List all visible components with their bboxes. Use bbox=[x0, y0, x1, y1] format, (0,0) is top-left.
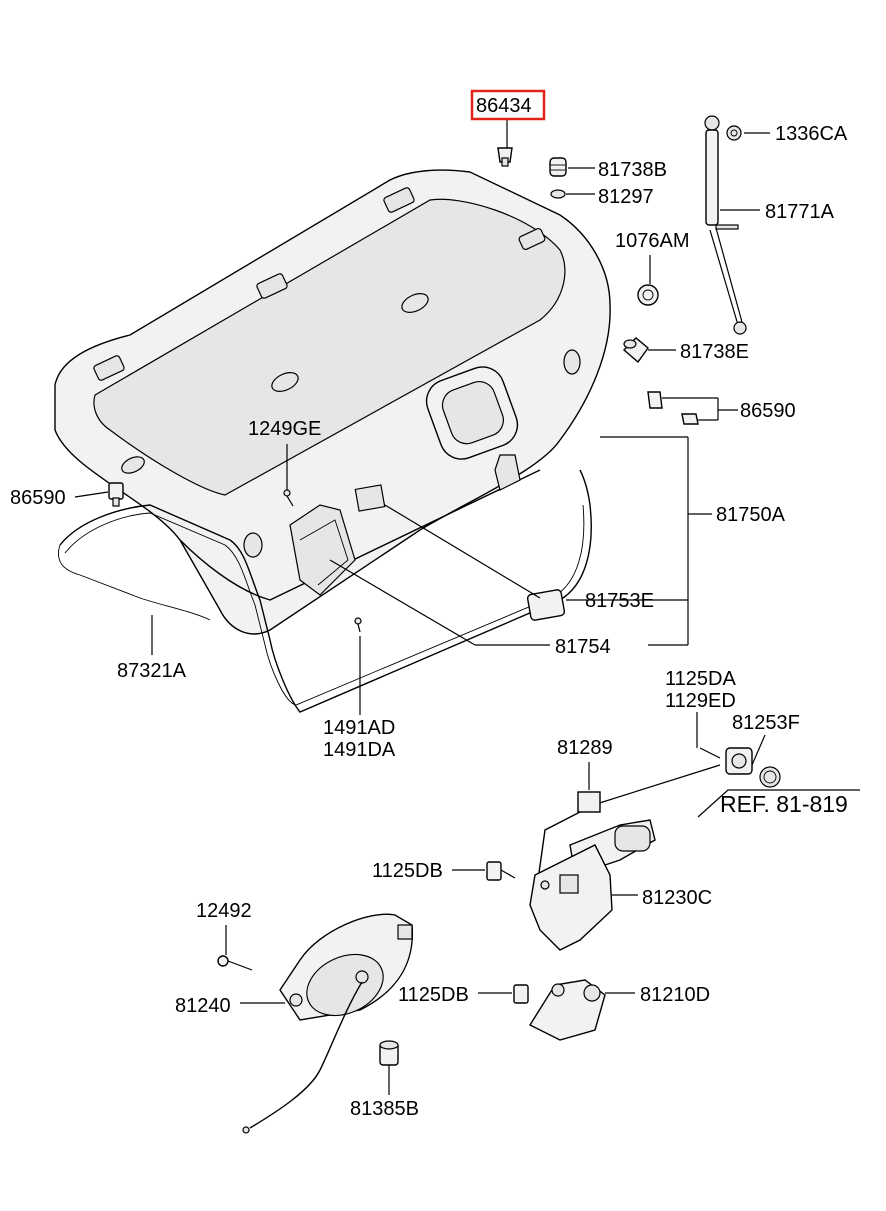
clip-81289 bbox=[577, 791, 601, 813]
label-81753E[interactable]: 81753E bbox=[585, 590, 654, 612]
label-86590-right[interactable]: 86590 bbox=[740, 400, 796, 422]
label-1076AM[interactable]: 1076AM bbox=[615, 230, 690, 252]
clips-86590-right bbox=[647, 391, 699, 425]
weatherstrip-seal bbox=[59, 469, 592, 713]
label-81738B[interactable]: 81738B bbox=[598, 159, 667, 181]
o-ring-81297 bbox=[550, 189, 566, 199]
bolt-1125DB-upper bbox=[486, 861, 516, 881]
label-81750A[interactable]: 81750A bbox=[716, 504, 786, 526]
label-12492[interactable]: 12492 bbox=[196, 900, 252, 922]
screw-1491AD bbox=[354, 617, 362, 633]
label-81385B[interactable]: 81385B bbox=[350, 1098, 419, 1120]
label-81289[interactable]: 81289 bbox=[557, 737, 613, 759]
label-1125DB-upper[interactable]: 1125DB bbox=[372, 860, 443, 882]
clip-86434 bbox=[497, 147, 513, 167]
label-81771A[interactable]: 81771A bbox=[765, 201, 835, 223]
trunk-lid-panel bbox=[54, 169, 611, 635]
label-1125DA[interactable]: 1125DA bbox=[665, 668, 736, 690]
label-1129ED[interactable]: 1129ED bbox=[665, 690, 736, 712]
callout-labels: 86434 1336CA 81738B 81297 81771A 1076AM … bbox=[10, 89, 848, 1120]
cable bbox=[242, 981, 363, 1134]
label-1249GE[interactable]: 1249GE bbox=[248, 418, 321, 440]
label-86434[interactable]: 86434 bbox=[476, 95, 532, 117]
label-1491AD[interactable]: 1491AD bbox=[323, 717, 395, 739]
label-81297[interactable]: 81297 bbox=[598, 186, 654, 208]
grommet-1076AM bbox=[637, 284, 659, 306]
label-81738E[interactable]: 81738E bbox=[680, 341, 749, 363]
label-87321A[interactable]: 87321A bbox=[117, 660, 187, 682]
gas-strut bbox=[704, 115, 747, 335]
handle-81240 bbox=[279, 913, 414, 1021]
highlight-box-86434 bbox=[470, 89, 546, 121]
bolt-1125DB-lower bbox=[513, 984, 529, 1004]
bumper-81738B bbox=[549, 157, 567, 177]
cover-81753E bbox=[526, 589, 566, 621]
label-1125DB-lower[interactable]: 1125DB bbox=[398, 984, 469, 1006]
label-1491DA[interactable]: 1491DA bbox=[323, 739, 396, 761]
label-81230C[interactable]: 81230C bbox=[642, 887, 712, 909]
clip-86590-left bbox=[108, 482, 124, 507]
leader-lines bbox=[74, 118, 860, 1095]
label-81253F[interactable]: 81253F bbox=[732, 712, 800, 734]
latch-81230C bbox=[529, 844, 613, 951]
lock-cylinder bbox=[699, 747, 781, 788]
label-ref-81-819[interactable]: REF. 81-819 bbox=[720, 791, 848, 817]
striker-81210D bbox=[528, 979, 606, 1041]
grommet-81385B bbox=[379, 1040, 399, 1066]
label-86590-left[interactable]: 86590 bbox=[10, 487, 66, 509]
label-1336CA[interactable]: 1336CA bbox=[775, 123, 848, 145]
bumper-81738E bbox=[622, 337, 649, 364]
screw-12492 bbox=[217, 955, 253, 971]
label-81210D[interactable]: 81210D bbox=[640, 984, 710, 1006]
label-81754[interactable]: 81754 bbox=[555, 636, 611, 658]
label-81240[interactable]: 81240 bbox=[175, 995, 231, 1017]
